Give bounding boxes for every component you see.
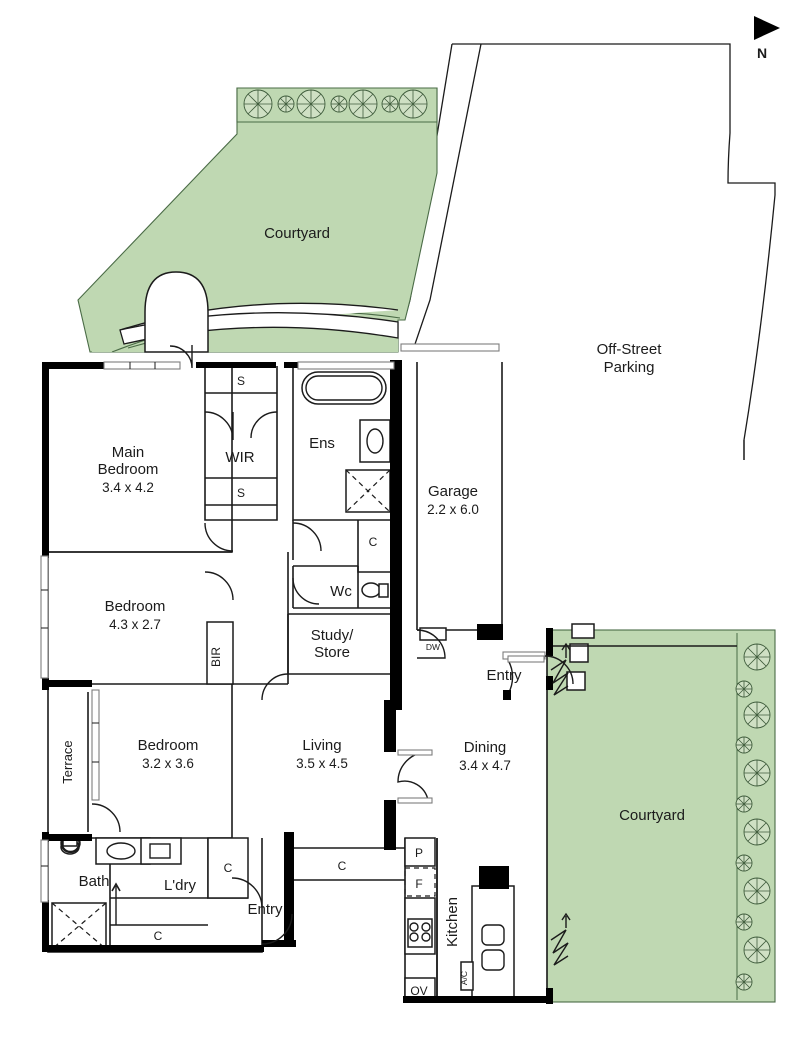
plant-icon: [330, 95, 348, 113]
bedroom-2-dim: 4.3 x 2.7: [109, 617, 161, 632]
plant-icon: [735, 680, 753, 698]
courtyard-east-label: Courtyard: [619, 807, 685, 824]
cupboard-living-label: C: [338, 859, 347, 873]
courtyard-north-label: Courtyard: [264, 225, 330, 242]
bedroom-3-name: Bedroom: [138, 737, 199, 754]
plant-icon: [743, 759, 771, 787]
wir-name: WIR: [225, 449, 254, 466]
plant-icon: [348, 89, 378, 119]
courtyard-north: Courtyard: [77, 87, 438, 353]
plant-icon: [743, 877, 771, 905]
cupboard-ldry-right-label: C: [224, 861, 233, 875]
plant-icon: [735, 973, 753, 991]
off-street-parking-line1: Off-Street: [597, 341, 663, 358]
plant-icon: [735, 795, 753, 813]
study-store-name-l1: Study/: [311, 627, 354, 644]
entry-side-label: Entry: [486, 667, 522, 684]
study-store-name-l2: Store: [314, 644, 350, 661]
garage-name: Garage: [428, 483, 478, 500]
room-labels: Main Bedroom 3.4 x 4.2 WIR S S Ens Wc St…: [79, 374, 522, 947]
ensuite-name: Ens: [309, 435, 335, 452]
bath-name: Bath: [79, 873, 110, 890]
oven-label: OV: [410, 984, 427, 998]
air-conditioner-label: DW: [426, 642, 440, 652]
plant-icon: [277, 95, 295, 113]
plant-icon: [381, 95, 399, 113]
bedroom-3-dim: 3.2 x 3.6: [142, 756, 194, 771]
built-in-robe-label: BIR: [209, 647, 223, 667]
storage-top-label: S: [237, 374, 245, 388]
step-symbols: [507, 642, 571, 966]
plant-icon: [735, 913, 753, 931]
site-boundary: [404, 43, 776, 460]
cupboard-ens-label: C: [369, 535, 378, 549]
plant-icon: [398, 89, 428, 119]
entry-front-label: Entry: [247, 901, 283, 918]
storage-bottom-label: S: [237, 486, 245, 500]
cupboard-ldry-bottom-label: C: [154, 929, 163, 943]
dining-dim: 3.4 x 4.7: [459, 758, 511, 773]
plant-icon: [743, 818, 771, 846]
main-bedroom-name-l2: Bedroom: [98, 461, 159, 478]
fridge-label: F: [415, 877, 422, 891]
main-bedroom-name-l1: Main: [112, 444, 145, 461]
dishwasher-label: A/C: [459, 971, 469, 985]
dining-name: Dining: [464, 739, 507, 756]
garage-dim: 2.2 x 6.0: [427, 502, 479, 517]
planter-plants-north: [243, 89, 428, 119]
windows: [40, 343, 546, 903]
bedroom-2-name: Bedroom: [105, 598, 166, 615]
plant-icon: [743, 701, 771, 729]
terrace-label: Terrace: [60, 740, 75, 783]
planter-plants-east: [735, 643, 771, 991]
plant-icon: [743, 936, 771, 964]
pantry-label: P: [415, 846, 423, 860]
plant-icon: [735, 736, 753, 754]
structural-walls: [42, 360, 553, 1004]
plant-icon: [743, 643, 771, 671]
main-bedroom-dim: 3.4 x 4.2: [102, 480, 154, 495]
compass-north-label: N: [757, 45, 767, 61]
plant-icon: [735, 854, 753, 872]
living-name: Living: [302, 737, 341, 754]
off-street-parking-label: Off-Street Parking: [597, 341, 663, 376]
wc-name: Wc: [330, 583, 352, 600]
off-street-parking-line2: Parking: [604, 359, 655, 376]
living-dim: 3.5 x 4.5: [296, 756, 348, 771]
compass-rose: N: [754, 16, 780, 61]
doors: [91, 345, 574, 945]
plant-icon: [243, 89, 273, 119]
kitchen-name: Kitchen: [444, 897, 461, 947]
interior-walls: C BIR Terrace C C: [47, 362, 737, 1003]
north-arrow-icon: [754, 16, 780, 40]
laundry-name: L'dry: [164, 877, 197, 894]
plant-icon: [296, 89, 326, 119]
